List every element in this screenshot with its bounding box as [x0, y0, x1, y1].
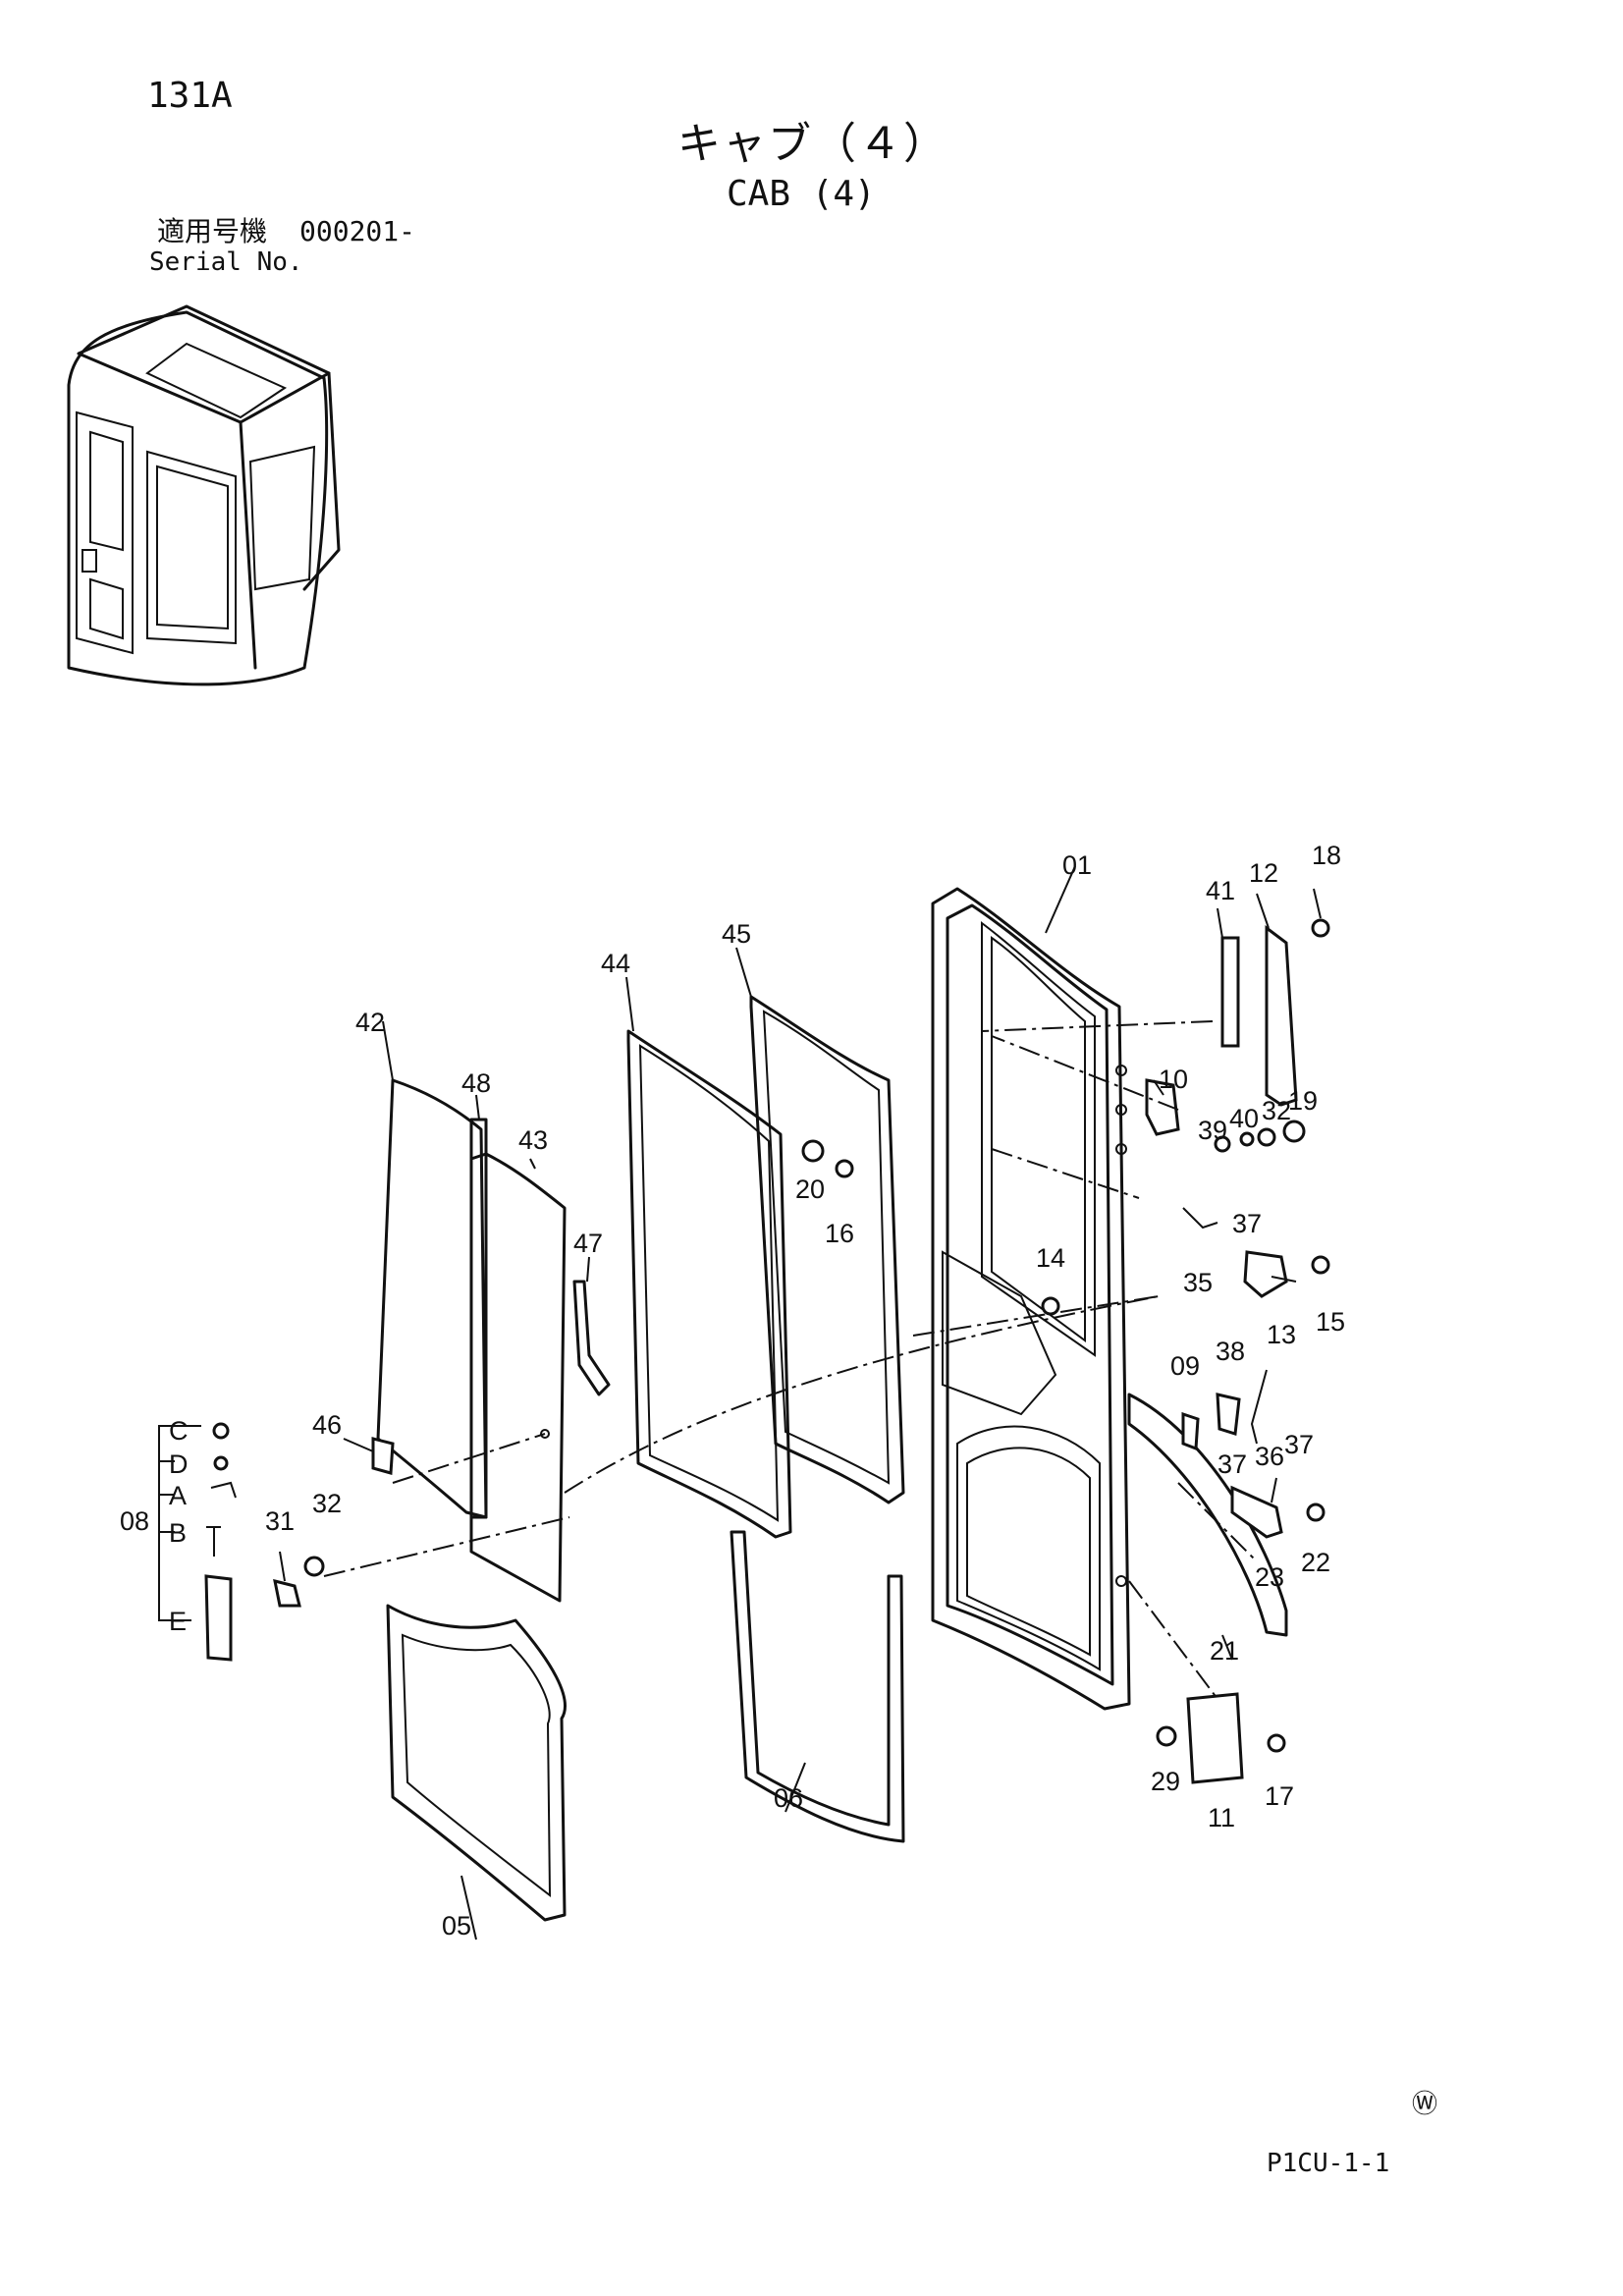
sub-part-a: A [169, 1481, 187, 1510]
sub-part-c: C [169, 1416, 189, 1446]
handle-grip [204, 1574, 233, 1662]
callout-13: 13 [1267, 1320, 1296, 1349]
hinge-plate [1265, 925, 1298, 1107]
callout-32-upper: 32 [1262, 1096, 1291, 1125]
door-lock [1145, 1078, 1180, 1136]
serial-label-english: Serial No. [149, 247, 303, 277]
callout-10: 10 [1159, 1065, 1188, 1094]
callout-37-right: 37 [1284, 1430, 1314, 1459]
callout-09: 09 [1170, 1351, 1200, 1381]
callout-37-lower: 37 [1217, 1449, 1247, 1479]
callout-48: 48 [461, 1068, 491, 1098]
cap-nut [1282, 1120, 1306, 1143]
clip [210, 1481, 237, 1499]
spring-washer [1239, 1131, 1255, 1147]
bracket-assembly-08 [158, 1425, 201, 1621]
bolt [1306, 1503, 1325, 1522]
bolt [1267, 1733, 1286, 1753]
bolt [1311, 918, 1330, 938]
copyright-mark: Ⓦ [1412, 2090, 1438, 2119]
callout-38: 38 [1216, 1337, 1245, 1366]
rod [1182, 1207, 1218, 1230]
page-code: 131A [147, 76, 233, 116]
callout-06: 06 [774, 1783, 803, 1813]
callout-12: 12 [1249, 858, 1278, 888]
callout-39: 39 [1198, 1116, 1227, 1145]
callout-19: 19 [1288, 1086, 1318, 1116]
callout-43: 43 [518, 1125, 548, 1155]
callout-47: 47 [573, 1229, 603, 1258]
latch-plate [1216, 1393, 1241, 1436]
callout-21: 21 [1210, 1636, 1239, 1666]
latch [1181, 1411, 1200, 1451]
weatherstrip-seal-lower [626, 1029, 792, 1539]
nut [1257, 1127, 1276, 1147]
callout-20: 20 [795, 1175, 825, 1204]
sub-part-b: B [169, 1518, 187, 1548]
callout-22: 22 [1301, 1548, 1330, 1577]
callout-37-upper: 37 [1232, 1209, 1262, 1238]
callout-29: 29 [1151, 1767, 1180, 1796]
lower-window-seal [730, 1530, 905, 1843]
guide-strip [572, 1280, 611, 1396]
callout-14: 14 [1036, 1243, 1065, 1273]
handle [273, 1578, 301, 1608]
callout-41: 41 [1206, 876, 1235, 905]
weatherstrip-seal-lower-inner [638, 1044, 780, 1522]
sub-part-e: E [169, 1607, 187, 1636]
door-frame [931, 887, 1131, 1711]
title-english: CAB (4) [727, 174, 876, 214]
serial-label-japanese: 適用号機 [157, 215, 268, 247]
weatherstrip-seal-upper-inner [762, 1010, 891, 1485]
callout-40: 40 [1229, 1104, 1259, 1133]
cab-overview-thumbnail [67, 304, 341, 686]
callout-23: 23 [1255, 1562, 1284, 1592]
sliding-glass-pane-front [469, 1152, 567, 1603]
handle-bracket [371, 1437, 395, 1475]
cushion [801, 1139, 825, 1163]
callout-35: 35 [1183, 1268, 1213, 1297]
callout-17: 17 [1265, 1781, 1294, 1811]
spring [1250, 1369, 1268, 1445]
stopper [1230, 1485, 1283, 1539]
sliding-glass-pane-rear [376, 1078, 488, 1519]
striker-bracket [1243, 1250, 1288, 1298]
nut [1156, 1725, 1177, 1747]
washer [213, 1455, 229, 1471]
callout-32-lower: 32 [312, 1489, 342, 1518]
callout-16: 16 [825, 1219, 854, 1248]
title-japanese: キャブ（４） [677, 119, 948, 169]
bolt [835, 1159, 854, 1178]
washer [1214, 1135, 1231, 1153]
lower-fixed-glass [386, 1604, 567, 1922]
lower-fixed-glass-inner [401, 1633, 552, 1898]
callout-46: 46 [312, 1410, 342, 1440]
sub-part-d: D [169, 1449, 189, 1479]
bolt [1041, 1296, 1060, 1316]
nut [212, 1422, 230, 1440]
weatherstrip-seal-upper [749, 995, 905, 1504]
callout-45: 45 [722, 919, 751, 949]
callout-08: 08 [120, 1506, 149, 1536]
callout-05: 05 [442, 1911, 471, 1941]
reference-code: P1CU-1-1 [1267, 2149, 1390, 2178]
screw [206, 1526, 221, 1557]
hinge-spacer [1220, 936, 1240, 1048]
glass-hole [540, 1429, 550, 1439]
serial-number-value: 000201- [299, 215, 416, 247]
rubber-strip [1127, 1393, 1288, 1637]
callout-42: 42 [355, 1008, 385, 1037]
callout-11: 11 [1208, 1803, 1235, 1832]
callout-18: 18 [1312, 841, 1341, 870]
nut [303, 1556, 325, 1577]
callout-44: 44 [601, 949, 630, 978]
callout-36: 36 [1255, 1442, 1284, 1471]
callout-15: 15 [1316, 1307, 1345, 1337]
door-hinge [1186, 1692, 1244, 1784]
callout-31: 31 [265, 1506, 295, 1536]
bolt [1311, 1255, 1330, 1275]
callout-01: 01 [1062, 850, 1092, 880]
